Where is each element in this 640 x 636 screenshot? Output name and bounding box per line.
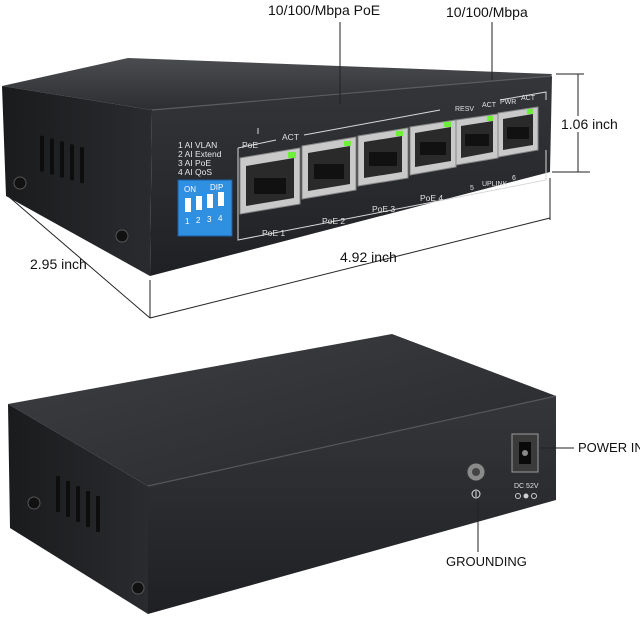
rj45-port[interactable] [409,119,457,176]
rj45-port[interactable] [455,113,499,166]
dip-legend: 1 AI VLAN 2 AI Extend 3 AI PoE 4 AI QoS [178,140,222,177]
screw-icon [131,581,145,595]
act-label: ACT [282,132,299,142]
dip-legend-line: 1 AI VLAN [178,140,217,150]
depth-callout: 2.95 inch [30,256,87,272]
dip-switch[interactable]: ON DIP 1 2 3 4 [177,179,233,237]
port-label: PoE 4 [420,193,443,203]
dip-number: 1 [185,217,190,226]
rj45-port[interactable] [497,106,539,158]
power-in-callout: POWER IN [578,440,640,455]
dip-label: DIP [210,183,223,192]
dc-power-jack[interactable] [511,433,539,473]
port-label: PoE 1 [262,228,285,238]
dip-legend-line: 4 AI QoS [178,167,212,177]
act-label: ACT [482,102,497,109]
back-switch: DC 52V [8,334,574,614]
rj45-port[interactable] [239,147,301,215]
port-label: 6 [512,175,516,182]
back-switch-back-face [148,396,556,614]
port-label: PoE 3 [372,204,395,214]
poe-label: PoE [242,140,258,150]
port-label: PoE 2 [322,216,345,226]
side-vents [40,135,84,184]
screw-icon [13,176,27,190]
act-label: ACT [521,95,536,102]
front-switch-top-face [2,58,552,110]
uplink-label: UPLINK [482,181,508,188]
back-side-vents [56,476,100,532]
screw-icon [27,496,41,510]
grounding-screw-icon [466,462,486,499]
pwr-label: PWR [500,99,516,106]
panel-guide-lines [237,91,547,241]
dip-number: 4 [218,214,223,223]
front-switch: ON DIP 1 2 3 4 1 AI VLAN 2 AI Extend 3 A… [2,22,590,319]
grounding-callout: GROUNDING [446,554,527,569]
poe-ports-callout: 10/100/Mbpa PoE [268,2,381,18]
dip-on-label: ON [184,185,196,194]
rj45-port[interactable] [301,136,357,200]
port-label: 5 [470,185,474,192]
dip-legend-line: 3 AI PoE [178,158,211,168]
screw-icon [115,229,129,243]
back-switch-top-face [8,334,556,486]
dip-number: 3 [207,215,212,224]
polarity-icon [515,493,537,499]
depth-dimension [7,195,151,319]
resv-label: RESV [455,106,474,113]
dc-voltage-label: DC 52V [514,483,539,490]
front-switch-left-side [2,86,152,276]
height-callout: 1.06 inch [560,116,619,132]
dip-number: 2 [196,216,201,225]
dip-legend-line: 2 AI Extend [178,149,222,159]
rj45-port[interactable] [357,127,409,187]
uplink-ports-callout: 10/100/Mbpa [446,4,528,20]
width-callout: 4.92 inch [340,249,397,265]
rj45-ports [239,106,539,215]
width-dimension [149,178,551,319]
